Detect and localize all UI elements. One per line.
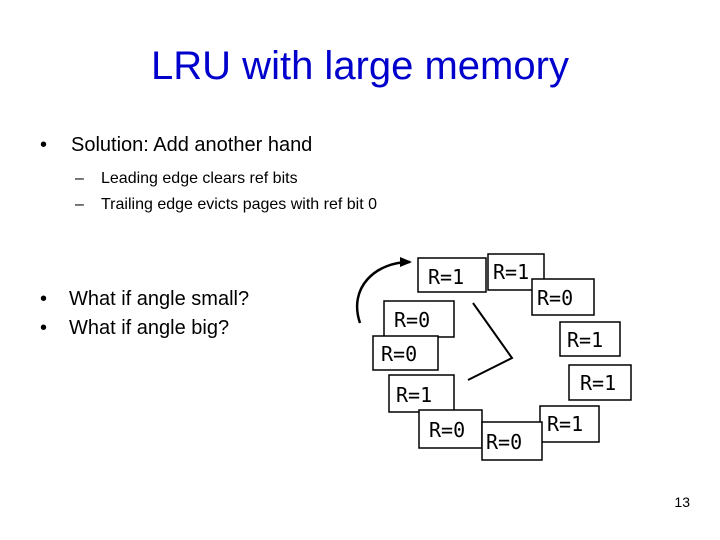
cell-r0-bottom: R=0 bbox=[481, 421, 543, 461]
cell-box bbox=[559, 321, 621, 357]
bullet-angle-small: • What if angle small? bbox=[40, 285, 249, 314]
slide-title: LRU with large memory bbox=[151, 44, 569, 88]
cell-r0-top-right: R=0 bbox=[531, 278, 595, 316]
bullet-text: What if angle small? bbox=[69, 288, 250, 310]
cell-box bbox=[388, 374, 455, 413]
cell-r1-right-upper: R=1 bbox=[559, 321, 621, 357]
cell-r0-left: R=0 bbox=[372, 335, 439, 371]
cell-label: R=1 bbox=[547, 412, 583, 436]
main-bullet-list: • Solution: Add another hand bbox=[40, 133, 312, 157]
bullet-angle-big: • What if angle big? bbox=[40, 314, 249, 343]
cell-label: R=0 bbox=[394, 308, 430, 332]
question-bullet-list: • What if angle small? • What if angle big… bbox=[40, 285, 249, 343]
bullet-text: Solution: Add another hand bbox=[71, 134, 313, 156]
cell-label: R=0 bbox=[429, 418, 465, 442]
sub-bullet-text: Leading edge clears ref bits bbox=[101, 170, 298, 187]
sub-bullet-text: Trailing edge evicts pages with ref bit … bbox=[101, 196, 377, 213]
cell-box bbox=[372, 335, 439, 371]
cell-r0-bottom-left: R=0 bbox=[418, 409, 483, 449]
cell-r0-left-upper: R=0 bbox=[383, 300, 455, 338]
bullet-text: What if angle big? bbox=[69, 317, 230, 339]
page-number: 13 bbox=[674, 494, 690, 510]
sub-bullet-list: –Leading edge clears ref bits –Trailing … bbox=[75, 166, 377, 218]
cell-r1-bottom-right: R=1 bbox=[539, 405, 600, 443]
bullet-solution: • Solution: Add another hand bbox=[40, 133, 312, 157]
cell-r1-left-lower: R=1 bbox=[388, 374, 455, 413]
cell-label: R=1 bbox=[428, 265, 464, 289]
clock-hands bbox=[467, 302, 514, 381]
cell-box bbox=[383, 300, 455, 338]
cell-label: R=1 bbox=[396, 383, 432, 407]
rotation-arrow bbox=[355, 257, 412, 324]
dash-mark: – bbox=[75, 170, 84, 187]
bullet-mark: • bbox=[40, 288, 48, 310]
cell-box bbox=[418, 409, 483, 449]
cell-box bbox=[417, 257, 487, 293]
cell-r1-right: R=1 bbox=[568, 364, 632, 401]
sub-bullet-trailing-edge: –Trailing edge evicts pages with ref bit… bbox=[75, 192, 377, 218]
cell-label: R=1 bbox=[493, 260, 529, 284]
cell-label: R=0 bbox=[537, 286, 573, 310]
cell-label: R=0 bbox=[486, 430, 522, 454]
cell-box bbox=[531, 278, 595, 316]
cell-box bbox=[568, 364, 632, 401]
sub-bullet-leading-edge: –Leading edge clears ref bits bbox=[75, 166, 377, 192]
dash-mark: – bbox=[75, 196, 84, 213]
cell-label: R=1 bbox=[567, 328, 603, 352]
cell-r1-upper-left: R=1 bbox=[417, 257, 487, 293]
cell-label: R=1 bbox=[580, 371, 616, 395]
cell-box bbox=[539, 405, 600, 443]
cell-box bbox=[481, 421, 543, 461]
bullet-mark: • bbox=[40, 317, 48, 339]
cell-label: R=0 bbox=[381, 342, 417, 366]
bullet-mark: • bbox=[40, 134, 48, 156]
